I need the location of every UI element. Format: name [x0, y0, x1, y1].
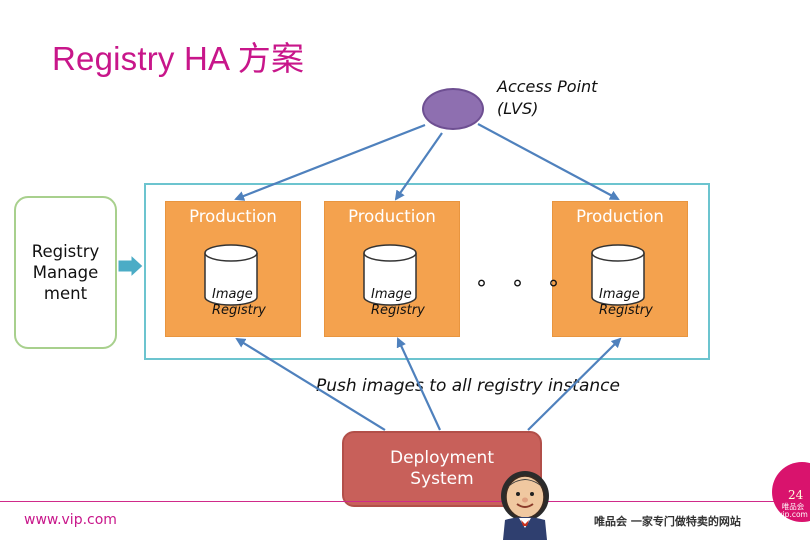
production-title: Production — [189, 207, 277, 226]
right-arrow-icon — [117, 253, 144, 279]
arrow-deploy-to-instance-2 — [396, 337, 441, 431]
footer-divider — [0, 501, 778, 502]
footer-slogan: 唯品会 一家专门做特卖的网站 — [594, 515, 741, 528]
access-point-label: Access Point — [497, 77, 598, 96]
arrow-ap-to-instance-3 — [477, 123, 620, 200]
slide-title: Registry HA 方案 — [52, 40, 305, 77]
footer-url: www.vip.com — [24, 512, 117, 528]
arrow-ap-to-instance-1 — [234, 123, 426, 201]
deployment-system-label: Deployment System — [390, 448, 494, 489]
arrow-deploy-to-instance-3 — [527, 337, 622, 431]
access-point-node — [422, 88, 484, 130]
arrow-deploy-to-instance-1 — [235, 337, 386, 431]
brand-logo-text: 唯品会 vip.com — [778, 502, 808, 519]
page-number: 24 — [788, 488, 804, 502]
registry-cluster-box — [144, 183, 710, 360]
registry-management-label: Registry Manage ment — [31, 242, 100, 303]
database-cylinder-icon — [204, 244, 258, 306]
arrow-ap-to-instance-2 — [394, 132, 443, 201]
push-images-label: Push images to all registry instance — [316, 376, 620, 396]
registry-management-box: Registry Manage ment — [14, 196, 117, 349]
access-point-sublabel: (LVS) — [497, 99, 539, 118]
more-instances-ellipsis: ° ° ° — [476, 277, 568, 302]
jenkins-butler-icon — [501, 471, 549, 540]
production-title: Production — [576, 207, 664, 226]
production-title: Production — [348, 207, 436, 226]
database-cylinder-icon — [363, 244, 417, 306]
database-cylinder-icon — [591, 244, 645, 306]
